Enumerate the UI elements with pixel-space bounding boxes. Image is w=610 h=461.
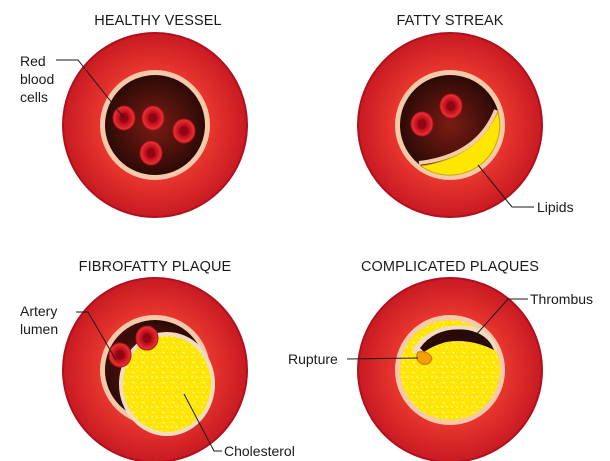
panel-title-healthy: HEALTHY VESSEL xyxy=(94,13,221,29)
red-blood-cell xyxy=(136,326,158,350)
label-thrombus: Thrombus xyxy=(530,291,593,307)
red-blood-cell xyxy=(142,106,164,130)
red-blood-cell xyxy=(173,119,195,143)
red-blood-cell xyxy=(140,141,162,165)
panel-title-complicated: COMPLICATED PLAQUES xyxy=(361,259,539,275)
label-lipids: Lipids xyxy=(537,199,574,215)
label-rupture: Rupture xyxy=(288,351,338,367)
label-artery: Artery xyxy=(20,303,57,319)
panel-title-fatty: FATTY STREAK xyxy=(396,13,503,29)
panel-fibrofatty-plaque: FIBROFATTY PLAQUE Artery lumen Cholester… xyxy=(20,259,295,461)
panel-fatty-streak: FATTY STREAK Lipids xyxy=(358,13,574,217)
cholesterol-plaque xyxy=(121,334,213,434)
label-blood: blood xyxy=(20,71,54,87)
panel-complicated-plaques: COMPLICATED PLAQUES Thrombus Rupture xyxy=(288,259,593,461)
red-blood-cell xyxy=(109,343,131,367)
red-blood-cell xyxy=(440,94,462,118)
panel-title-fibro: FIBROFATTY PLAQUE xyxy=(79,259,232,275)
label-red: Red xyxy=(20,53,46,69)
label-cholesterol: Cholesterol xyxy=(224,443,295,459)
label-cells: cells xyxy=(20,89,48,105)
red-blood-cell xyxy=(411,112,433,136)
label-lumen: lumen xyxy=(20,321,58,337)
panel-healthy-vessel: HEALTHY VESSEL Red blood cells xyxy=(20,13,247,217)
